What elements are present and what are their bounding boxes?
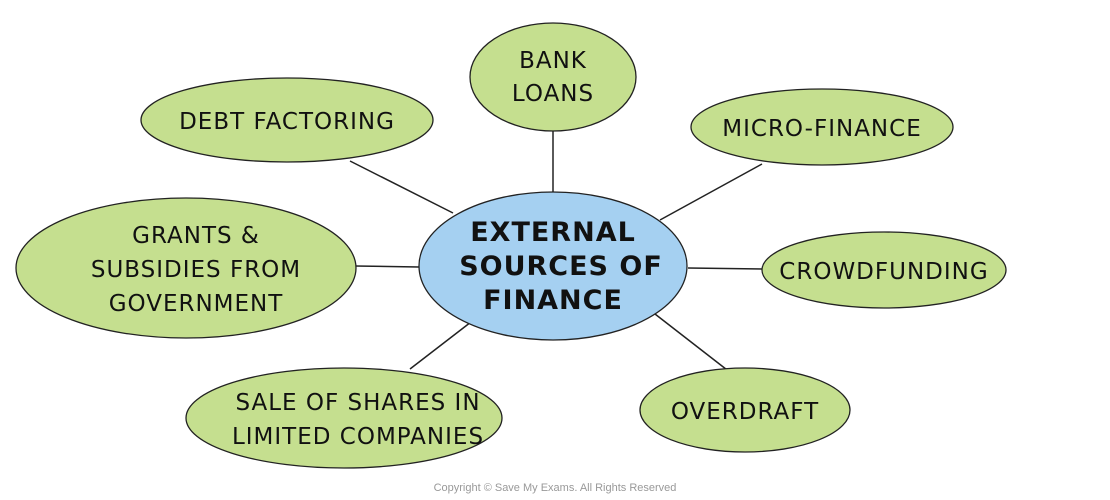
central-label: FINANCE (483, 285, 623, 316)
node-bank-loans: BANK LOANS (469, 22, 637, 132)
copyright-notice: Copyright © Save My Exams. All Rights Re… (434, 482, 677, 494)
node-overdraft: OVERDRAFT (639, 367, 851, 453)
central-node: EXTERNAL SOURCES OF FINANCE (418, 191, 688, 341)
link-grants (354, 265, 420, 268)
central-label: EXTERNAL (470, 217, 636, 248)
node-label: GOVERNMENT (109, 291, 284, 317)
node-grants: GRANTS & SUBSIDIES FROM GOVERNMENT (15, 197, 357, 339)
node-label: SUBSIDIES FROM (91, 257, 301, 283)
node-label: BANK (519, 48, 587, 74)
link-overdraft (654, 313, 732, 374)
node-crowdfunding: CROWDFUNDING (761, 231, 1007, 309)
node-label: DEBT FACTORING (179, 109, 395, 135)
node-micro-finance: MICRO-FINANCE (690, 88, 954, 166)
node-sale-of-shares: SALE OF SHARES IN LIMITED COMPANIES (185, 367, 503, 469)
node-label: MICRO-FINANCE (722, 116, 921, 142)
link-sale-of-shares (409, 321, 472, 370)
node-label: LIMITED COMPANIES (232, 424, 484, 450)
central-label: SOURCES OF (459, 251, 663, 282)
node-label: CROWDFUNDING (779, 259, 988, 285)
link-crowdfunding (687, 267, 764, 270)
node-debt-factoring: DEBT FACTORING (140, 77, 434, 163)
node-label: GRANTS & (132, 223, 260, 249)
connectors (349, 130, 764, 374)
link-debt-factoring (349, 160, 454, 214)
node-label: OVERDRAFT (671, 399, 819, 425)
link-micro-finance (659, 163, 763, 221)
node-label: LOANS (512, 81, 594, 107)
node-label: SALE OF SHARES IN (235, 390, 480, 416)
